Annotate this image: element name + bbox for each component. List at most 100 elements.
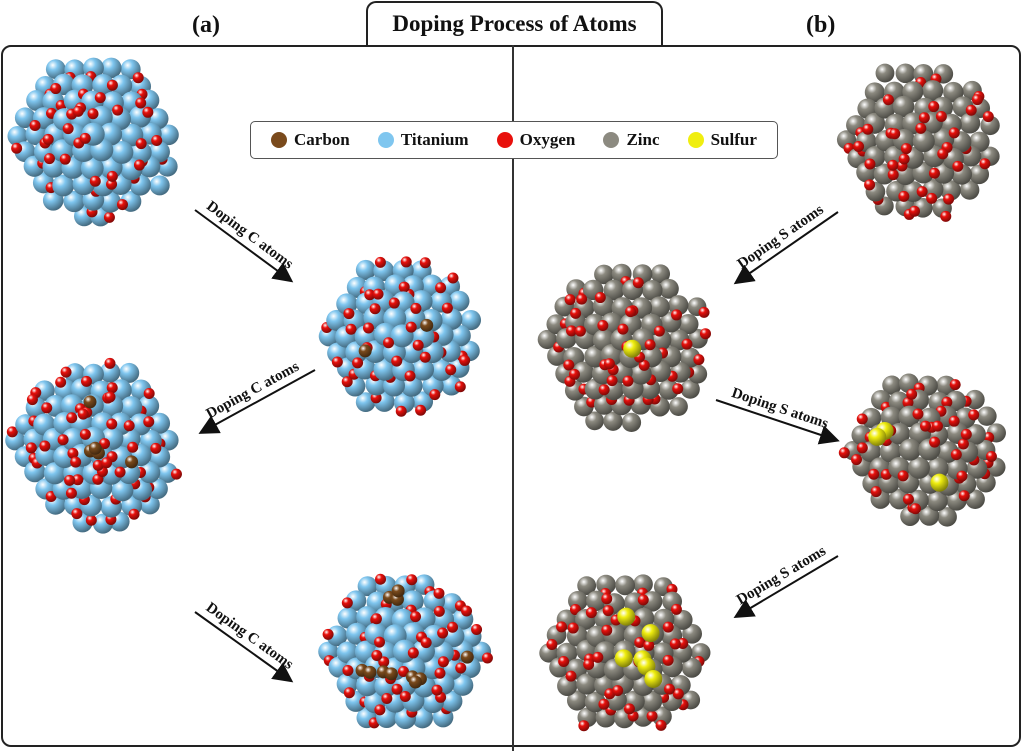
oxygen-atom xyxy=(25,442,37,454)
arrow-label: Doping C atoms xyxy=(203,198,296,272)
oxygen-atom xyxy=(135,97,147,109)
carbon-atom xyxy=(83,395,97,409)
oxygen-atom xyxy=(143,388,155,400)
arrow-line xyxy=(733,211,839,285)
oxygen-atom xyxy=(437,627,449,639)
oxygen-atom xyxy=(369,303,381,315)
oxygen-atom xyxy=(681,338,693,350)
oxygen-atom xyxy=(929,436,941,448)
zinc-atom xyxy=(899,438,922,461)
oxygen-atom xyxy=(72,105,84,117)
arrow-label: Doping S atoms xyxy=(735,202,827,273)
oxygen-atom xyxy=(419,351,431,363)
doping-arrow-a2: Doping C atoms xyxy=(198,359,316,434)
zinc-atom xyxy=(632,706,654,727)
oxygen-atom xyxy=(471,623,483,635)
oxygen-atom xyxy=(943,193,955,205)
oxygen-atom xyxy=(663,683,675,695)
oxygen-atom xyxy=(43,153,55,165)
titanium-swatch xyxy=(377,132,394,148)
oxygen-atom xyxy=(646,710,658,722)
oxygen-atom xyxy=(602,605,614,617)
oxygen-atom xyxy=(342,664,354,676)
oxygen-atom xyxy=(565,670,577,682)
oxygen-atom xyxy=(906,388,918,400)
oxygen-atom xyxy=(85,514,97,526)
oxygen-atom xyxy=(868,468,880,480)
oxygen-atom xyxy=(937,148,949,160)
zinc-atom xyxy=(566,690,588,711)
oxygen-atom xyxy=(916,186,928,198)
oxygen-atom xyxy=(576,293,588,305)
legend-label: Carbon xyxy=(294,130,350,149)
arrow-line xyxy=(733,555,839,619)
oxygen-atom xyxy=(406,574,418,586)
oxygen-atom xyxy=(655,719,667,731)
titanium-atom xyxy=(357,576,378,597)
zinc-atom xyxy=(603,411,623,431)
oxygen-atom xyxy=(982,111,994,123)
arrow-line xyxy=(194,611,294,683)
oxygen-atom xyxy=(170,468,182,480)
oxygen-atom xyxy=(887,159,899,171)
carbon-atom xyxy=(391,584,405,598)
legend-item-sulfur: Sulfur xyxy=(687,130,757,150)
titanium-atom xyxy=(63,190,85,213)
arrow-line xyxy=(194,209,294,283)
oxygen-atom xyxy=(563,359,575,371)
oxygen-atom xyxy=(135,138,147,150)
oxygen-atom xyxy=(574,325,586,337)
oxygen-atom xyxy=(128,508,140,520)
titanium-atom xyxy=(327,342,349,364)
oxygen-atom xyxy=(898,190,910,202)
zinc-atom xyxy=(537,329,557,350)
oxygen-atom xyxy=(481,652,493,664)
oxygen-atom xyxy=(72,474,84,486)
zinc-atom xyxy=(586,590,607,612)
zinc-atom xyxy=(546,314,567,335)
oxygen-atom xyxy=(116,199,128,211)
oxygen-atom xyxy=(583,658,595,670)
oxygen-atom xyxy=(6,426,18,438)
oxygen-atom xyxy=(419,257,431,269)
tio2-nanocluster xyxy=(5,357,182,534)
oxygen-atom xyxy=(979,158,991,170)
oxygen-atom xyxy=(59,153,71,165)
oxygen-atom xyxy=(397,665,409,677)
tio2-nanocluster xyxy=(318,256,482,417)
oxygen-atom xyxy=(570,307,582,319)
legend-label: Titanium xyxy=(400,130,469,149)
zinc-swatch xyxy=(603,132,620,148)
titanium-atom xyxy=(7,126,28,147)
oxygen-atom xyxy=(644,339,656,351)
oxygen-atom xyxy=(900,143,912,155)
sulfur-atom xyxy=(617,607,636,626)
legend-label: Oxygen xyxy=(519,130,576,149)
oxygen-atom xyxy=(415,404,427,416)
oxygen-atom xyxy=(693,354,705,366)
oxygen-atom xyxy=(617,323,629,335)
zinc-atom xyxy=(641,690,663,712)
oxygen-atom xyxy=(66,412,78,424)
zinc-atom xyxy=(922,80,944,101)
oxygen-atom xyxy=(343,687,355,699)
oxygen-atom xyxy=(431,684,443,696)
oxygen-atom xyxy=(372,288,384,300)
zno-nanocluster xyxy=(537,263,711,433)
zinc-atom xyxy=(943,81,964,103)
oxygen-atom xyxy=(634,636,646,648)
oxygen-atom xyxy=(57,434,69,446)
oxygen-atom xyxy=(567,622,579,634)
titanium-atom xyxy=(441,690,463,712)
oxygen-atom xyxy=(412,339,424,351)
oxygen-atom xyxy=(948,127,960,139)
oxygen-atom xyxy=(638,359,650,371)
oxygen-atom xyxy=(447,272,459,284)
arrow-label: Doping C atoms xyxy=(203,600,296,673)
zinc-atom xyxy=(965,423,986,445)
oxygen-atom xyxy=(952,160,964,172)
zinc-atom xyxy=(596,574,616,595)
oxygen-atom xyxy=(133,159,145,171)
oxygen-atom xyxy=(637,594,649,606)
diagram-title: Doping Process of Atoms xyxy=(366,1,663,45)
